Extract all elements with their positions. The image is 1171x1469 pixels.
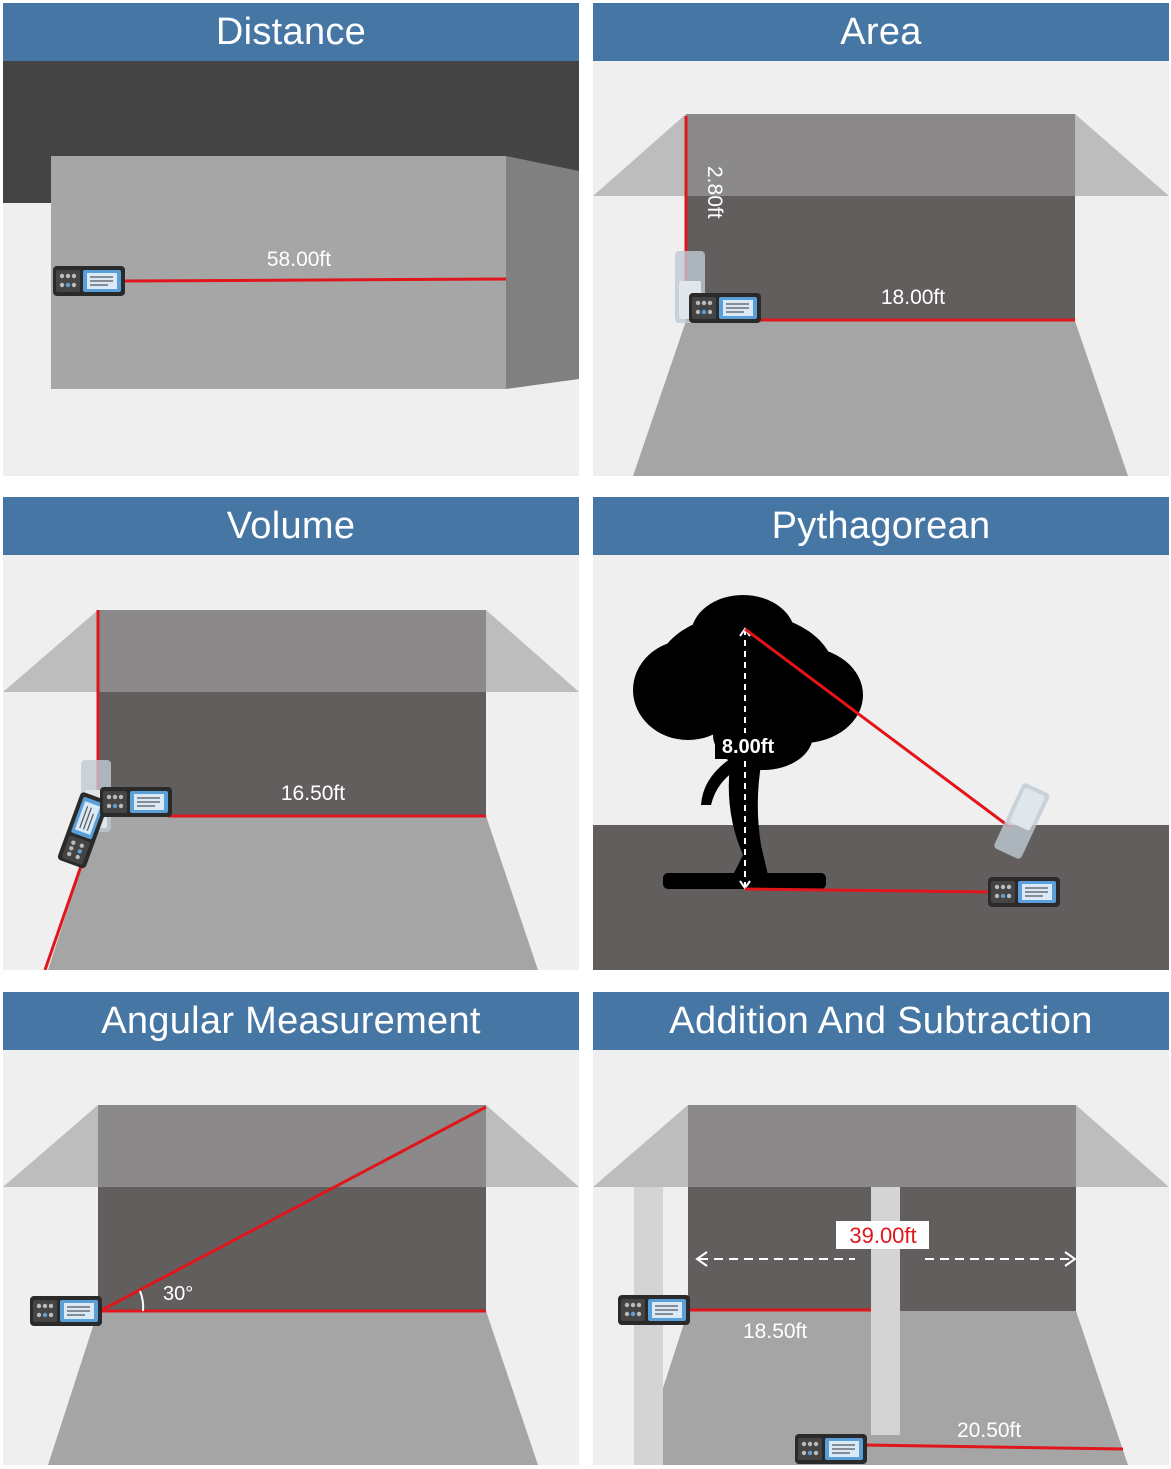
panel-title: Addition And Subtraction bbox=[593, 992, 1169, 1050]
total-label: 39.00ft bbox=[849, 1223, 916, 1248]
panel-pythagorean: Pythagorean 8.00ft bbox=[593, 497, 1169, 970]
panel-title: Angular Measurement bbox=[3, 992, 579, 1050]
angular-scene: 30° bbox=[3, 1105, 579, 1465]
laser-meter-icon bbox=[987, 876, 1061, 908]
distance-label: 58.00ft bbox=[267, 248, 331, 271]
panel-angular: Angular Measurement 30° bbox=[3, 992, 579, 1465]
laser-meter-icon bbox=[617, 1294, 691, 1326]
segment-one-label: 18.50ft bbox=[743, 1320, 807, 1343]
height-label: 8.00ft bbox=[722, 736, 775, 758]
volume-scene: 16.50ft bbox=[3, 610, 579, 970]
laser-meter-icon bbox=[99, 786, 173, 818]
width-label: 18.00ft bbox=[881, 286, 945, 309]
laser-meter-icon bbox=[29, 1295, 103, 1327]
height-label: 2.80ft bbox=[703, 166, 726, 219]
panel-addsub: Addition And Subtraction 39.00ft 18.50ft… bbox=[593, 992, 1169, 1465]
length-label: 16.50ft bbox=[281, 782, 345, 805]
segment-two-label: 20.50ft bbox=[957, 1419, 1021, 1442]
distance-scene: 58.00ft bbox=[3, 61, 579, 389]
panel-area: Area 2.80ft 18.00ft bbox=[593, 3, 1169, 476]
addsub-scene: 39.00ft 18.50ft 20.50ft bbox=[593, 1105, 1169, 1465]
area-scene: 2.80ft 18.00ft bbox=[593, 114, 1169, 476]
panel-title: Pythagorean bbox=[593, 497, 1169, 555]
panel-volume: Volume 16.50ft bbox=[3, 497, 579, 970]
laser-meter-icon bbox=[52, 265, 126, 297]
angle-label: 30° bbox=[163, 1283, 193, 1305]
panel-title: Volume bbox=[3, 497, 579, 555]
laser-meter-icon bbox=[794, 1433, 868, 1465]
panel-distance: Distance 58.00ft bbox=[3, 3, 579, 476]
panel-title: Area bbox=[593, 3, 1169, 61]
laser-meter-icon bbox=[688, 292, 762, 324]
panel-title: Distance bbox=[3, 3, 579, 61]
tree-icon bbox=[633, 595, 863, 889]
pythagorean-scene: 8.00ft bbox=[593, 595, 1169, 970]
